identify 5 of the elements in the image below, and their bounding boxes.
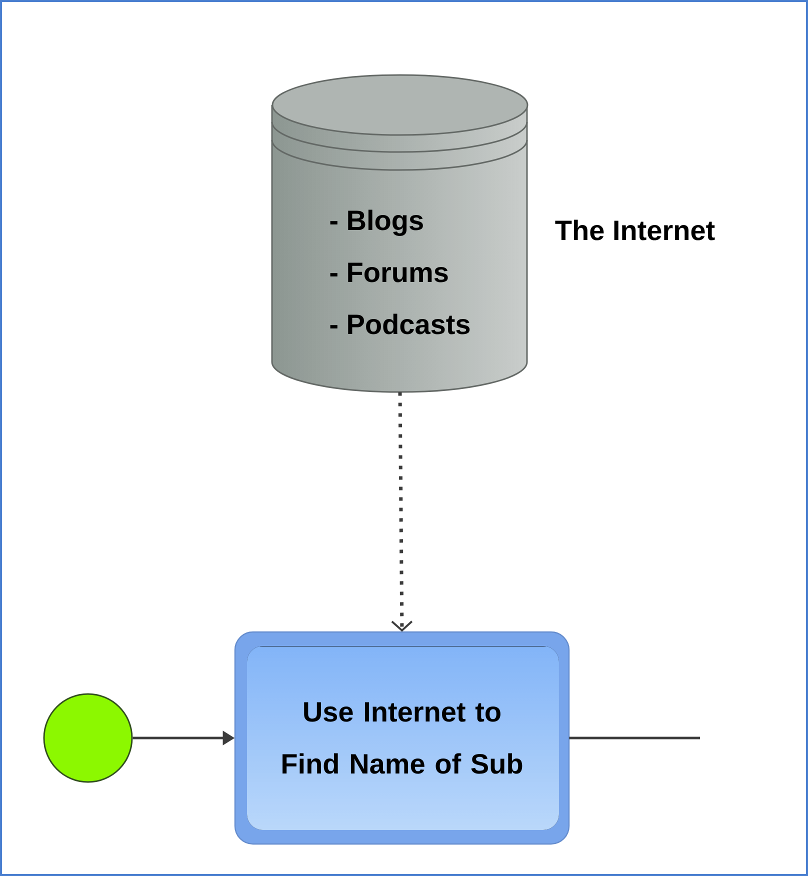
node-caption: The Internet	[555, 220, 715, 240]
connector-arrow	[391, 392, 413, 632]
task-box: Use Internet to Find Name of Sub	[234, 631, 570, 845]
database-cylinder: - Blogs - Forums - Podcasts	[271, 74, 528, 393]
start-event-circle	[43, 693, 133, 783]
